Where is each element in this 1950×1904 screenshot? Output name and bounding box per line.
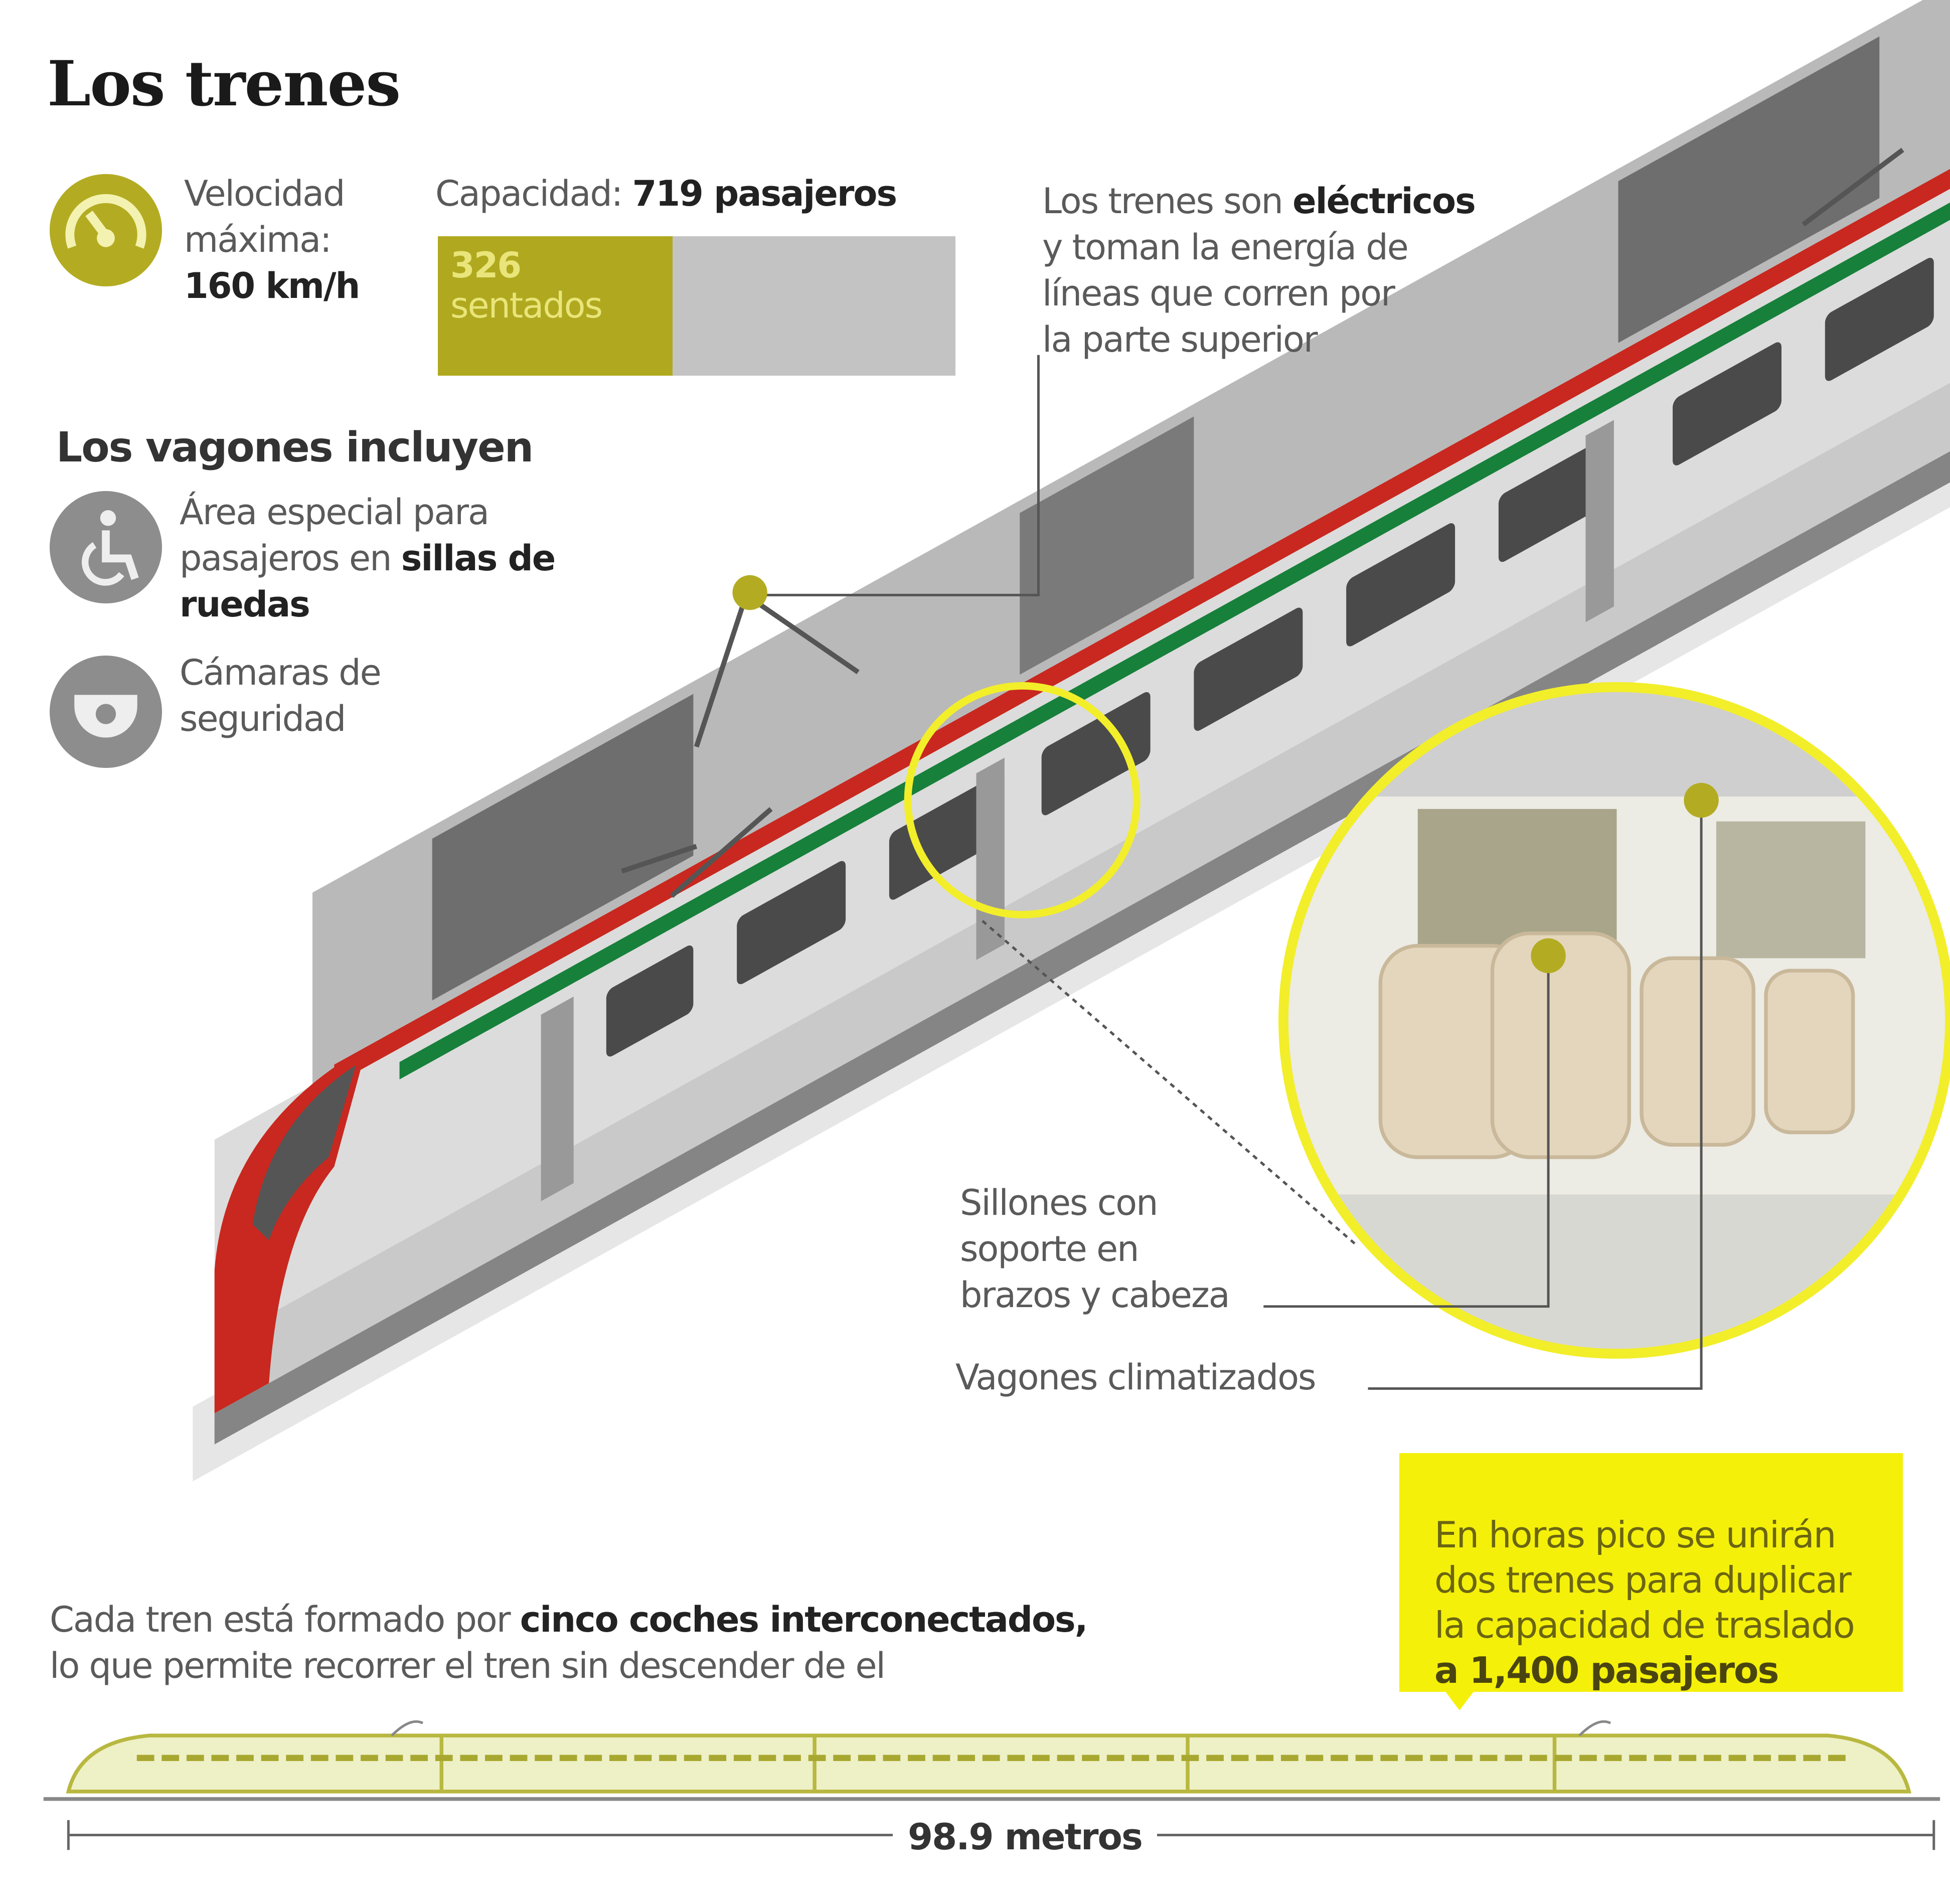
wagons-heading: Los vagones incluyen bbox=[56, 424, 534, 471]
note-text: y toman la energía de bbox=[1042, 227, 1409, 268]
seats-note: Sillones con soporte en brazos y cabeza bbox=[960, 1180, 1230, 1318]
note-text: Los trenes son bbox=[1042, 181, 1293, 222]
roof-panel bbox=[1618, 36, 1880, 343]
feature-camera: Cámaras de seguridad bbox=[180, 650, 382, 742]
pantograph bbox=[621, 147, 1904, 898]
page-title: Los trenes bbox=[47, 48, 401, 120]
callout-text: dos trenes para duplicar bbox=[1434, 1559, 1852, 1601]
callout-text: En horas pico se unirán bbox=[1434, 1514, 1836, 1556]
climate-note: Vagones climatizados bbox=[955, 1357, 1316, 1398]
highlight-circle bbox=[904, 682, 1141, 919]
callout-text: a 1,400 pasajeros bbox=[1434, 1649, 1779, 1691]
interior-circle bbox=[1278, 682, 1950, 1359]
capacity-info: Capacidad: 719 pasajeros bbox=[435, 171, 897, 217]
feature-wheelchair: Área especial para pasajeros en sillas d… bbox=[180, 489, 556, 627]
speed-label: máxima: bbox=[184, 219, 332, 260]
feature-text: sillas de bbox=[401, 538, 556, 579]
wheelchair-icon bbox=[50, 491, 162, 603]
note-text: Cada tren está formado por bbox=[50, 1599, 520, 1640]
speed-value: 160 km/h bbox=[184, 265, 360, 306]
note-text: líneas que corren por bbox=[1042, 273, 1395, 314]
speedometer-icon bbox=[50, 174, 162, 286]
capacity-value: 719 pasajeros bbox=[632, 173, 897, 214]
electric-note: Los trenes son eléctricos y toman la ene… bbox=[1042, 178, 1476, 363]
roof-panel bbox=[432, 694, 694, 1001]
speed-info: Velocidad máxima: 160 km/h bbox=[184, 171, 360, 309]
feature-text: pasajeros en bbox=[180, 538, 401, 579]
note-text: soporte en bbox=[960, 1228, 1140, 1270]
seated-text: sentados bbox=[450, 285, 603, 326]
note-text: lo que permite recorrer el tren sin desc… bbox=[50, 1645, 886, 1686]
security-camera-icon bbox=[50, 656, 162, 768]
seated-fill bbox=[438, 236, 673, 376]
callout-text: la capacidad de traslado bbox=[1434, 1604, 1855, 1646]
windows bbox=[606, 257, 1934, 1057]
seated-label: 326 sentados bbox=[450, 245, 603, 326]
feature-text: Cámaras de bbox=[180, 652, 382, 693]
train-bogies bbox=[214, 411, 1950, 1445]
note-text: Sillones con bbox=[960, 1182, 1158, 1223]
train-length-label: 98.9 metros bbox=[893, 1816, 1157, 1858]
seated-value: 326 bbox=[450, 245, 522, 286]
capacity-label: Capacidad: bbox=[435, 173, 623, 214]
feature-text: seguridad bbox=[180, 698, 346, 739]
marker-dot bbox=[1684, 782, 1719, 818]
leader-lines bbox=[750, 355, 1703, 1390]
roof-panel bbox=[1020, 416, 1194, 675]
train-silhouette bbox=[43, 1720, 1940, 1801]
feature-text: Área especial para bbox=[180, 492, 490, 533]
marker-dot bbox=[732, 575, 767, 610]
capacity-bar: 326 sentados bbox=[438, 236, 955, 376]
callout-tail bbox=[1444, 1690, 1475, 1710]
note-text: brazos y cabeza bbox=[960, 1275, 1230, 1316]
red-stripe bbox=[334, 99, 1950, 1085]
note-text: cinco coches interconectados, bbox=[520, 1599, 1088, 1640]
green-stripe bbox=[399, 133, 1950, 1080]
speed-label: Velocidad bbox=[184, 173, 346, 214]
note-text: la parte superior bbox=[1042, 319, 1318, 360]
feature-text: ruedas bbox=[180, 584, 310, 625]
marker-dot bbox=[1531, 938, 1566, 974]
train-3d bbox=[193, 0, 1950, 1482]
windshield bbox=[252, 1065, 356, 1240]
note-text: eléctricos bbox=[1292, 181, 1476, 222]
peak-hours-callout: En horas pico se unirán dos trenes para … bbox=[1399, 1453, 1903, 1692]
composition-note: Cada tren está formado por cinco coches … bbox=[50, 1597, 1088, 1689]
